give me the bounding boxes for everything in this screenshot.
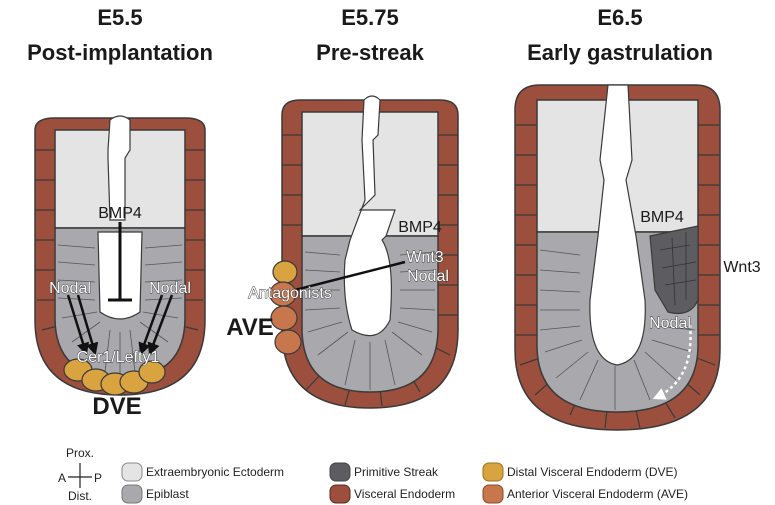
p1-bmp4-label: BMP4	[98, 205, 142, 222]
p1-dve-label: DVE	[92, 393, 141, 420]
panel-3-subtitle: Early gastrulation	[527, 40, 713, 65]
p3-wnt3-label: Wnt3	[723, 259, 760, 276]
p1-cer1-lefty1-label: Cer1/Lefty1	[77, 349, 160, 366]
panel-1-stage: E5.5	[97, 5, 142, 30]
p3-nodal-label: Nodal	[649, 315, 691, 332]
p2-nodal-label: Nodal	[407, 268, 449, 285]
panel-e5-75: E5.75 Pre-streak	[226, 5, 458, 408]
panel-2-subtitle: Pre-streak	[316, 40, 424, 65]
legend: Extraembryonic Ectoderm Epiblast Primiti…	[122, 463, 688, 503]
legend-item-dve: Distal Visceral Endoderm (DVE)	[483, 463, 678, 481]
legend-item-visceral-endoderm: Visceral Endoderm	[330, 485, 455, 503]
panel-e5-5: E5.5 Post-implantation	[27, 5, 213, 420]
p2-ave-label: AVE	[226, 314, 274, 341]
p1-nodal-left-label: Nodal	[49, 280, 91, 297]
p2-bmp4-label: BMP4	[398, 219, 442, 236]
legend-label-extraembryonic-ectoderm: Extraembryonic Ectoderm	[146, 465, 284, 479]
axis-dist-label: Dist.	[68, 489, 92, 503]
axis-compass: Prox. Dist. A P	[58, 446, 102, 503]
legend-swatch-extraembryonic-ectoderm	[122, 463, 142, 481]
legend-label-dve: Distal Visceral Endoderm (DVE)	[507, 465, 678, 479]
legend-swatch-visceral-endoderm	[330, 485, 350, 503]
legend-label-visceral-endoderm: Visceral Endoderm	[354, 487, 455, 501]
legend-label-epiblast: Epiblast	[146, 487, 189, 501]
p1-nodal-right-label: Nodal	[149, 280, 191, 297]
legend-item-primitive-streak: Primitive Streak	[330, 463, 439, 481]
p3-bmp4-label: BMP4	[640, 209, 684, 226]
p2-antagonists-label: Antagonists	[248, 285, 332, 302]
panel-3-stage: E6.5	[597, 5, 642, 30]
panel-2-stage: E5.75	[341, 5, 399, 30]
legend-swatch-primitive-streak	[330, 463, 350, 481]
legend-item-ave: Anterior Visceral Endoderm (AVE)	[483, 485, 688, 503]
p2-wnt3-label: Wnt3	[406, 249, 443, 266]
legend-swatch-ave	[483, 485, 503, 503]
legend-swatch-epiblast	[122, 485, 142, 503]
legend-label-ave: Anterior Visceral Endoderm (AVE)	[507, 487, 688, 501]
legend-item-extraembryonic-ectoderm: Extraembryonic Ectoderm	[122, 463, 284, 481]
legend-swatch-dve	[483, 463, 503, 481]
panel-e6-5: E6.5 Early gastrulation	[515, 5, 761, 430]
panel-1-subtitle: Post-implantation	[27, 40, 213, 65]
legend-label-primitive-streak: Primitive Streak	[354, 465, 439, 479]
axis-prox-label: Prox.	[66, 446, 94, 460]
legend-item-epiblast: Epiblast	[122, 485, 189, 503]
axis-p-label: P	[94, 471, 102, 485]
axis-a-label: A	[58, 471, 66, 485]
